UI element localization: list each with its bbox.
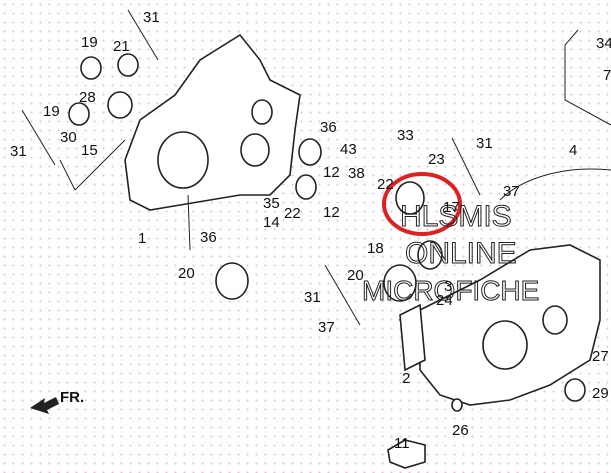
- part-label: 30: [60, 129, 77, 146]
- part-label: 15: [81, 142, 98, 159]
- part-label: 37: [318, 319, 335, 336]
- svg-text:ONLINE: ONLINE: [405, 237, 517, 270]
- part-label: 20: [347, 267, 364, 284]
- part-label: 1: [138, 230, 146, 247]
- part-label: 7: [603, 67, 611, 84]
- part-label: 18: [367, 240, 384, 257]
- part-label: 28: [79, 89, 96, 106]
- part-label: 27: [592, 348, 609, 365]
- part-label: 22: [284, 205, 301, 222]
- part-label: 31: [476, 135, 493, 152]
- right-crankcase: [398, 244, 601, 406]
- part-label: 24: [436, 292, 453, 309]
- svg-text:MICROFICHE: MICROFICHE: [362, 275, 539, 306]
- part-label: 34: [596, 35, 611, 52]
- svg-text:FR.: FR.: [60, 389, 84, 406]
- part-label: 37: [503, 183, 520, 200]
- part-label: 22: [377, 176, 394, 193]
- part-label: 20: [178, 265, 195, 282]
- part-label: 31: [143, 9, 160, 26]
- part-label: 36: [320, 119, 337, 136]
- part-label: 35: [263, 195, 280, 212]
- studs: [21, 9, 611, 326]
- part-label: 23: [428, 151, 445, 168]
- svg-text:HLSMIS: HLSMIS: [400, 200, 512, 233]
- part-label: 3: [444, 278, 452, 295]
- part-label: 12: [323, 164, 340, 181]
- highlight-circle: [382, 172, 462, 236]
- part-label: 4: [569, 142, 577, 159]
- part-label: 21: [113, 38, 130, 55]
- part-label: 17: [443, 199, 460, 216]
- part-label: 26: [452, 422, 469, 439]
- part-label: 31: [304, 289, 321, 306]
- part-label: 38: [348, 165, 365, 182]
- left-crankcase: [124, 33, 301, 211]
- part-label: 14: [263, 214, 280, 231]
- part-label: 29: [592, 385, 609, 402]
- part-label: 12: [323, 204, 340, 221]
- watermark: HLSMIS ONLINE MICROFICHE: [362, 200, 540, 307]
- part-label: 19: [43, 103, 60, 120]
- part-label: 19: [81, 34, 98, 51]
- bearings: [68, 53, 586, 469]
- part-label: 2: [402, 370, 410, 387]
- part-label: 11: [394, 435, 410, 452]
- front-direction-arrow: FR.: [30, 389, 84, 414]
- part-labels: 31 19 21 28 19 30 15 31 1 36 43 12 38 35…: [10, 9, 611, 452]
- part-label: 36: [200, 229, 217, 246]
- part-label: 31: [10, 143, 27, 160]
- part-label: 43: [340, 141, 357, 158]
- part-label: 33: [397, 127, 414, 144]
